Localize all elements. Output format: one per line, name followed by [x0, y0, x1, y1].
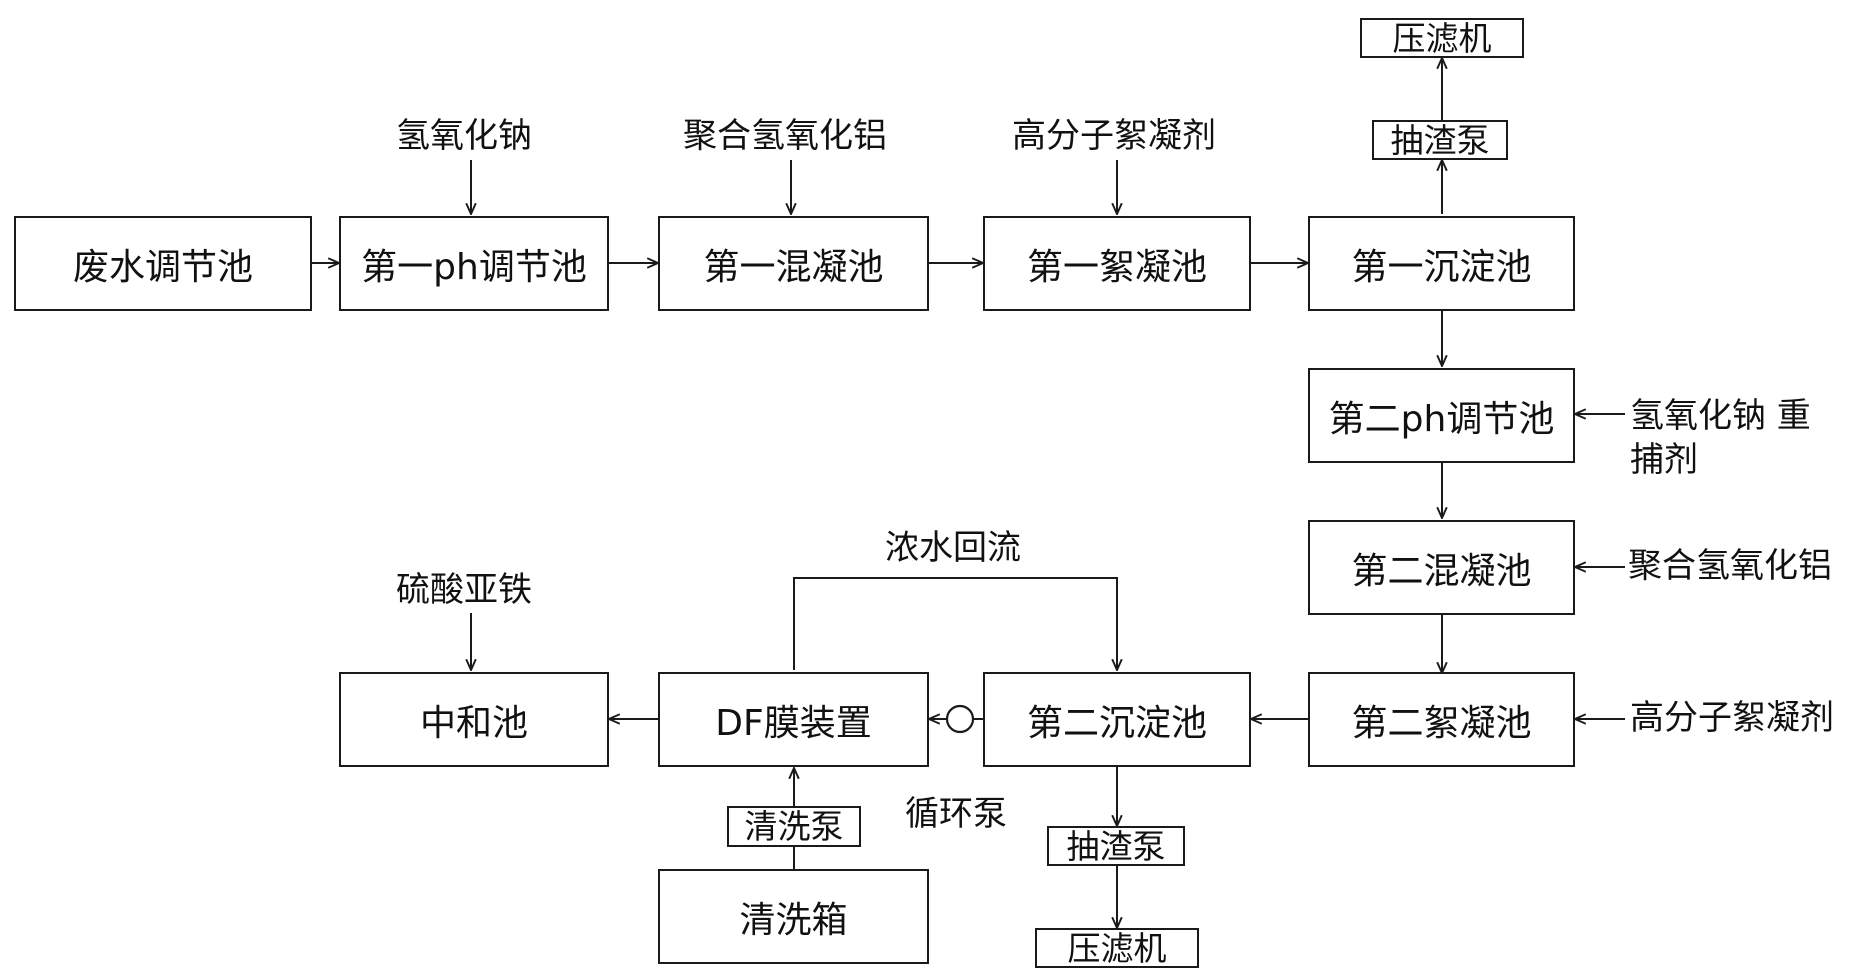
filter-press-top-label: 压滤机: [1392, 18, 1492, 58]
coag2-tank-label: 第二混凝池: [1351, 550, 1532, 592]
wash-tank-label: 清洗箱: [739, 899, 848, 941]
reagent-naoh-2-line1: 氢氧化钠 重: [1630, 396, 1811, 436]
neutral-tank-box: 中和池: [339, 672, 609, 767]
floc2-tank-label: 第二絮凝池: [1351, 702, 1532, 744]
reagent-pac-1: 聚合氢氧化铝: [683, 116, 887, 156]
ph1-tank-label: 第一ph调节池: [361, 246, 587, 288]
concentrate-return-label: 浓水回流: [885, 528, 1021, 568]
coag1-tank-box: 第一混凝池: [658, 216, 929, 311]
reagent-pam-1: 高分子絮凝剂: [1012, 116, 1216, 156]
sed2-tank-box: 第二沉淀池: [983, 672, 1251, 767]
floc1-tank-label: 第一絮凝池: [1026, 246, 1207, 288]
filter-press-top-box: 压滤机: [1360, 18, 1524, 58]
circulation-pump-label: 循环泵: [905, 794, 1007, 834]
floc1-tank-box: 第一絮凝池: [983, 216, 1251, 311]
df-device-box: DF膜装置: [658, 672, 929, 767]
slag-pump-top-label: 抽渣泵: [1390, 120, 1490, 160]
reagent-naoh-2-line2: 捕剂: [1630, 440, 1698, 481]
ph2-tank-label: 第二ph调节池: [1328, 398, 1555, 440]
circulation-pump-icon: [945, 704, 975, 734]
coag2-tank-box: 第二混凝池: [1308, 520, 1575, 615]
sed1-tank-label: 第一沉淀池: [1351, 246, 1532, 288]
reagent-pam-2: 高分子絮凝剂: [1630, 698, 1834, 738]
sed2-tank-label: 第二沉淀池: [1026, 702, 1207, 744]
ph2-tank-box: 第二ph调节池: [1308, 368, 1575, 463]
wash-pump-label: 清洗泵: [744, 807, 844, 846]
df-device-label: DF膜装置: [715, 702, 872, 744]
floc2-tank-box: 第二絮凝池: [1308, 672, 1575, 767]
reagent-pac-2: 聚合氢氧化铝: [1628, 546, 1832, 586]
reagent-naoh-2: 氢氧化钠 重 捕剂: [1630, 394, 1811, 482]
wastewater-tank-label: 废水调节池: [72, 246, 253, 288]
wastewater-tank-box: 废水调节池: [14, 216, 312, 311]
wash-tank-box: 清洗箱: [658, 869, 929, 964]
sed1-tank-box: 第一沉淀池: [1308, 216, 1575, 311]
arrow-concentrate-return: [793, 577, 1117, 670]
reagent-ferrous-sulfate: 硫酸亚铁: [396, 570, 532, 610]
reagent-naoh-1: 氢氧化钠: [396, 116, 532, 156]
coag1-tank-label: 第一混凝池: [703, 246, 884, 288]
neutral-tank-label: 中和池: [419, 702, 528, 744]
wash-pump-box: 清洗泵: [727, 806, 861, 847]
slag-pump-bottom-box: 抽渣泵: [1047, 826, 1185, 866]
slag-pump-top-box: 抽渣泵: [1372, 120, 1508, 160]
ph1-tank-box: 第一ph调节池: [339, 216, 609, 311]
filter-press-bottom-box: 压滤机: [1035, 928, 1199, 968]
slag-pump-bottom-label: 抽渣泵: [1066, 826, 1166, 866]
filter-press-bottom-label: 压滤机: [1067, 928, 1167, 968]
